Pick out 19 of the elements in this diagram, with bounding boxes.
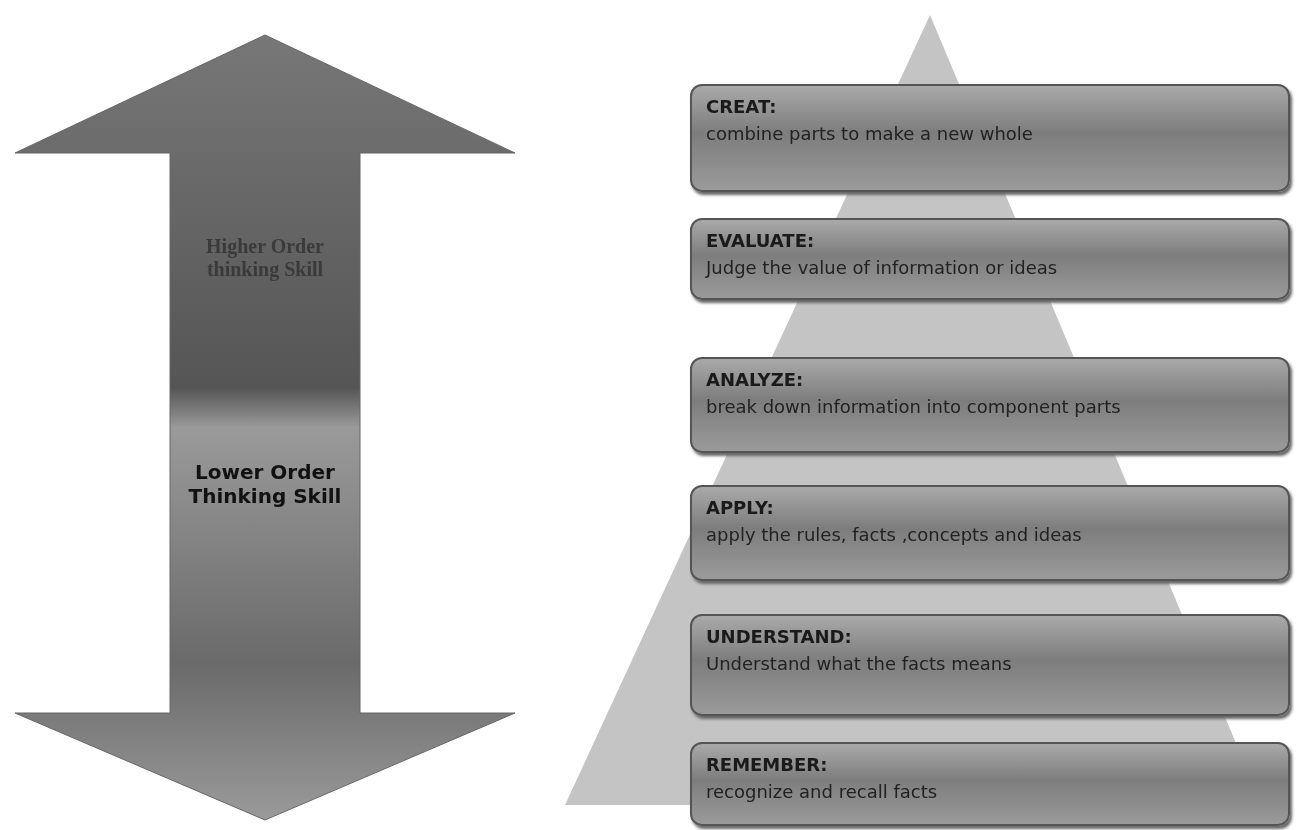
level-description: break down information into component parts (706, 396, 1121, 417)
level-heading: REMEMBER: (706, 754, 828, 775)
level-description: recognize and recall facts (706, 781, 938, 802)
level-box (690, 357, 1290, 453)
level-description: combine parts to make a new whole (706, 123, 1033, 144)
arrow-label: Lower Order Thinking Skill (187, 460, 343, 508)
level-box (690, 84, 1290, 192)
level-box (690, 218, 1290, 300)
level-heading: CREAT: (706, 96, 777, 117)
level-description: Judge the value of information or ideas (706, 257, 1058, 278)
level-description: apply the rules, facts ,concepts and ideas (706, 524, 1082, 545)
level-description: Understand what the facts means (706, 653, 1012, 674)
level-box (690, 485, 1290, 581)
level-heading: EVALUATE: (706, 230, 815, 251)
level-heading: ANALYZE: (706, 369, 804, 390)
level-box (690, 742, 1290, 826)
level-heading: UNDERSTAND: (706, 626, 852, 647)
level-heading: APPLY: (706, 497, 774, 518)
level-box (690, 614, 1290, 716)
